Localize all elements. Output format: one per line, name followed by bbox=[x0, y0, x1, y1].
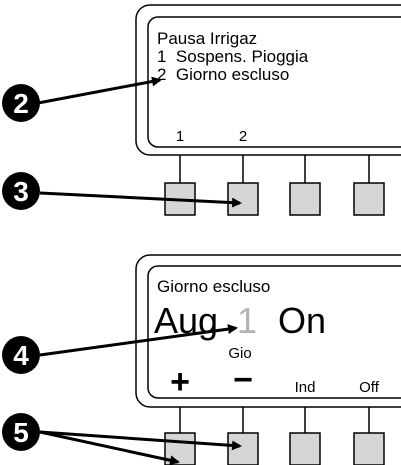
panel-2-lcd-screen bbox=[147, 265, 401, 399]
panel-2-key-off[interactable] bbox=[353, 432, 385, 465]
panel-1-key-2[interactable] bbox=[227, 182, 259, 216]
panel-1-key-4[interactable] bbox=[353, 182, 385, 216]
controller-panel-2: Giorno escluso Aug 1 On Gio + − Ind Off bbox=[135, 254, 401, 465]
svg-text:5: 5 bbox=[13, 417, 29, 448]
panel-1-softkey-label-1: 1 bbox=[176, 128, 184, 145]
callout-5-arrow-b bbox=[39, 430, 180, 465]
callout-3-arrow bbox=[39, 191, 242, 208]
panel-2-day-unit: Gio bbox=[228, 345, 251, 362]
panel-2-softkey-plus: + bbox=[170, 363, 190, 401]
panel-2-softkey-minus: − bbox=[233, 361, 253, 399]
panel-1-menu-item-1: 1 Sospens. Pioggia bbox=[157, 47, 309, 66]
panel-1-menu-item-2: 2 Giorno escluso bbox=[157, 65, 289, 84]
callout-badge-2: 2 bbox=[2, 84, 40, 122]
callout-4-arrow bbox=[39, 324, 238, 357]
callout-badge-4: 4 bbox=[2, 336, 40, 374]
panel-2-key-minus[interactable] bbox=[227, 432, 259, 465]
svg-text:3: 3 bbox=[13, 176, 29, 207]
panel-2-key-ind[interactable] bbox=[289, 432, 321, 465]
panel-2-softkey-off: Off bbox=[359, 379, 380, 396]
callout-2-arrow bbox=[37, 76, 162, 105]
panel-2-day: 1 bbox=[237, 300, 257, 341]
panel-2-title: Giorno escluso bbox=[157, 277, 270, 296]
panel-1-title: Pausa Irrigaz bbox=[157, 29, 257, 48]
panel-2-softkey-ind: Ind bbox=[295, 379, 316, 396]
callout-badge-3: 3 bbox=[2, 172, 40, 210]
callout-badge-5: 5 bbox=[2, 413, 40, 451]
controller-panel-1: Pausa Irrigaz 1 Sospens. Pioggia 2 Giorn… bbox=[135, 4, 401, 216]
svg-text:2: 2 bbox=[13, 88, 29, 119]
panel-2-state: On bbox=[278, 300, 326, 341]
callout-5-arrow-a bbox=[39, 430, 242, 451]
panel-1-softkey-label-2: 2 bbox=[239, 128, 247, 145]
svg-text:4: 4 bbox=[13, 340, 29, 371]
panel-1-key-3[interactable] bbox=[289, 182, 321, 216]
